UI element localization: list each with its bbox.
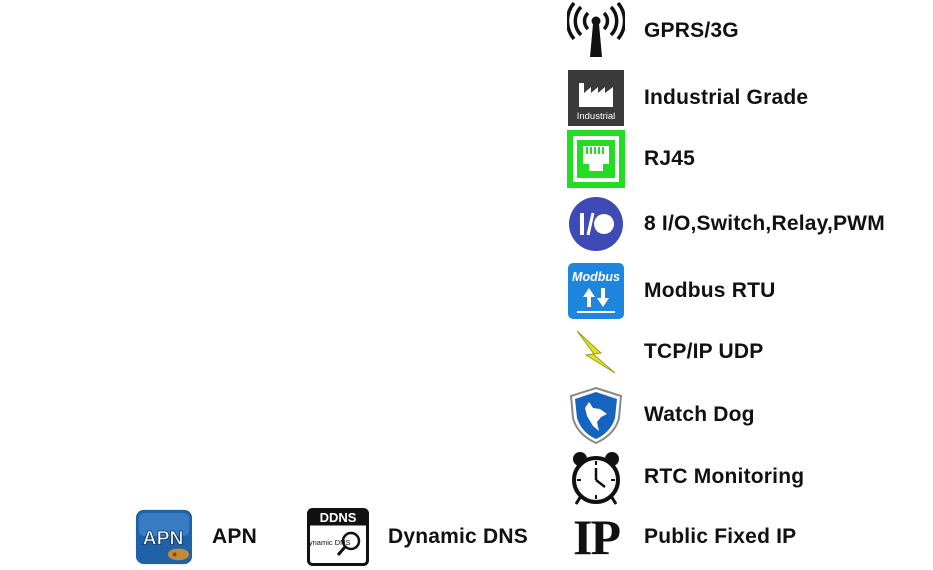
feature-label-ddns: Dynamic DNS [388, 525, 528, 548]
lightning-icon [567, 323, 625, 381]
ip-icon-text: IP [573, 509, 621, 565]
feature-label-rtc: RTC Monitoring [644, 465, 805, 488]
feature-apn: APN APN [135, 508, 257, 566]
feature-label-io: 8 I/O,Switch,Relay,PWM [644, 212, 885, 235]
ddns-icon-text: DDNS [320, 510, 357, 525]
ethernet-port-icon [567, 130, 625, 188]
dog-shield-icon [567, 386, 625, 444]
io-toggle-icon [567, 195, 625, 253]
ddns-icon: DDNS Dynamic DNS [307, 508, 369, 566]
feature-label-rj45: RJ45 [644, 147, 696, 170]
feature-gprs: GPRS/3G [567, 2, 739, 60]
feature-industrial: Industrial Industrial Grade [567, 69, 808, 127]
feature-io: 8 I/O,Switch,Relay,PWM [567, 195, 885, 253]
apn-icon-text: APN [143, 529, 184, 550]
feature-label-tcpip: TCP/IP UDP [644, 340, 764, 363]
feature-label-ip: Public Fixed IP [644, 525, 797, 548]
feature-rtc: RTC Monitoring [567, 448, 804, 506]
feature-label-apn: APN [212, 525, 257, 548]
alarm-clock-icon [567, 448, 625, 506]
feature-ip: IP Public Fixed IP [567, 508, 796, 566]
antenna-icon [567, 2, 625, 60]
ip-icon: IP [567, 508, 625, 566]
modbus-icon: Modbus [567, 262, 625, 320]
factory-icon: Industrial [567, 69, 625, 127]
feature-label-watchdog: Watch Dog [644, 403, 755, 426]
ddns-icon-subtext: Dynamic DNS [307, 538, 351, 547]
feature-rj45: RJ45 [567, 130, 695, 188]
feature-label-gprs: GPRS/3G [644, 19, 739, 42]
feature-tcpip: TCP/IP UDP [567, 323, 763, 381]
modbus-icon-text: Modbus [572, 270, 620, 284]
feature-watchdog: Watch Dog [567, 386, 755, 444]
feature-ddns: DDNS Dynamic DNS Dynamic DNS [307, 508, 528, 566]
feature-label-industrial: Industrial Grade [644, 86, 809, 109]
feature-label-modbus: Modbus RTU [644, 279, 776, 302]
factory-icon-text: Industrial [577, 111, 616, 122]
feature-modbus: Modbus Modbus RTU [567, 262, 775, 320]
apn-icon: APN [135, 508, 193, 566]
